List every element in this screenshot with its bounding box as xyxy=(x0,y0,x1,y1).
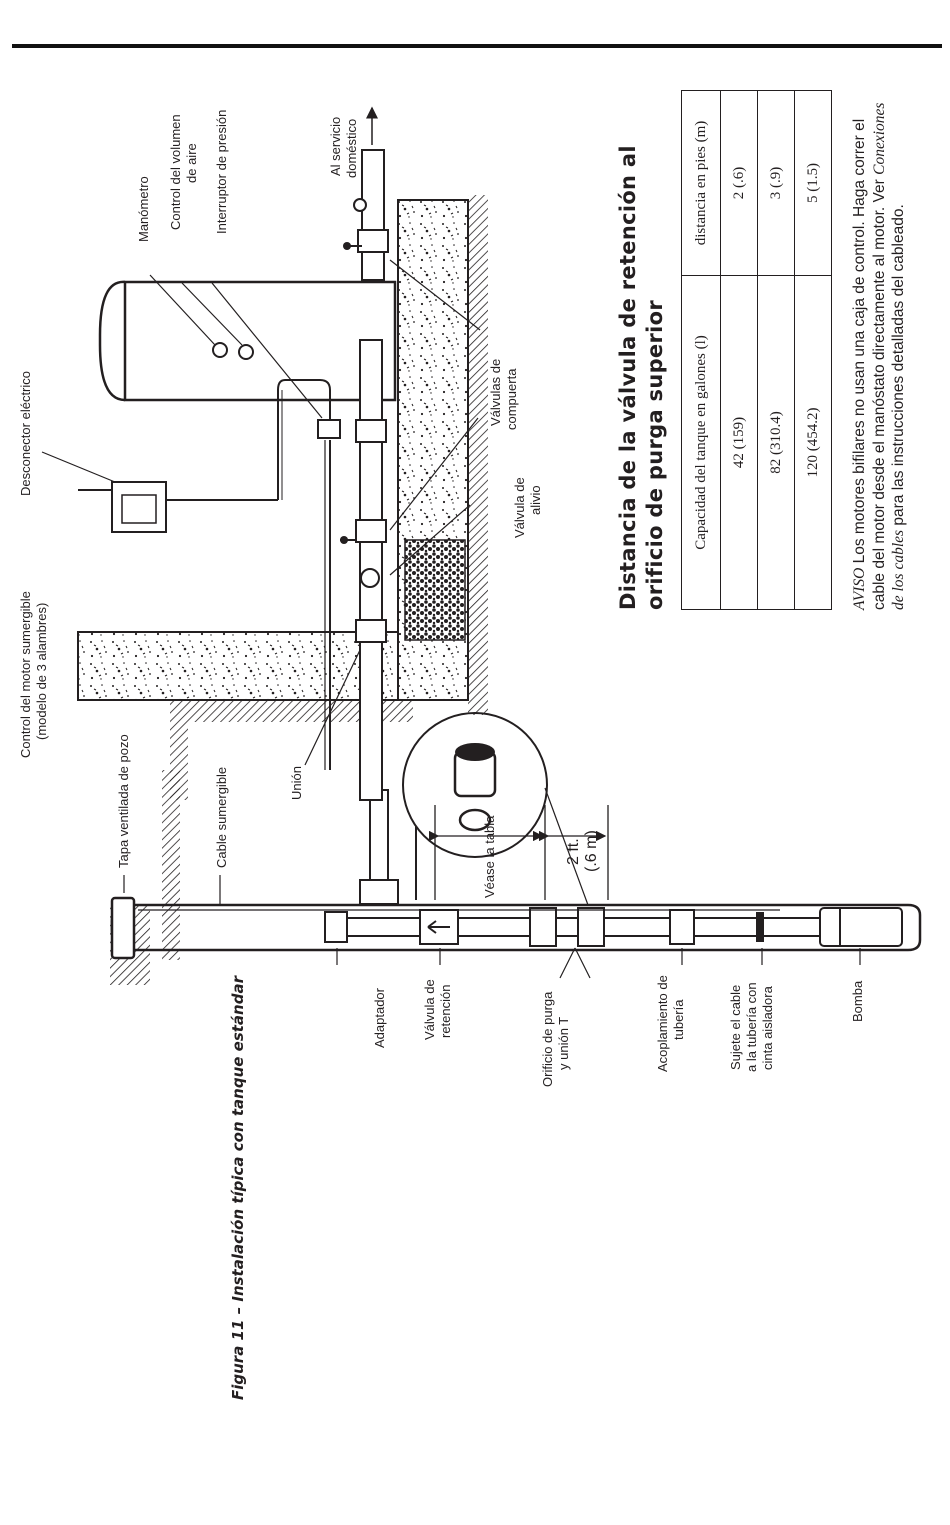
label-service-1: Al servicio xyxy=(328,117,343,176)
label-gate-2: compuerta xyxy=(504,368,519,430)
top-rule xyxy=(12,44,942,48)
table-cell: 120 (454.2) xyxy=(794,275,832,610)
label-pump: Bomba xyxy=(850,980,865,1022)
air-volume-control-icon xyxy=(238,344,254,360)
notice-word: AVISO xyxy=(851,567,868,610)
label-see-table: Véase la tabla xyxy=(482,815,497,898)
label-dist-m: (.6 m) xyxy=(583,830,600,872)
label-union: Unión xyxy=(289,766,304,800)
label-coupling-2: tubería xyxy=(671,999,686,1040)
distance-table: Capacidad del tanque en galones (l) dist… xyxy=(681,90,832,610)
bleeder-tee-icon xyxy=(577,907,605,947)
table-header: Capacidad del tanque en galones (l) xyxy=(681,275,721,610)
relief-valve-icon xyxy=(360,568,380,588)
notice-paragraph: AVISO Los motores bifilares no usan una … xyxy=(850,90,909,610)
diagram-labels: Tapa ventilada de pozo Cable sumergible … xyxy=(18,110,865,1087)
table-cell: 2 (.6) xyxy=(720,90,758,276)
label-disconnect: Desconector eléctrico xyxy=(18,371,33,496)
table-row: 82 (310.4) 3 (.9) xyxy=(757,90,795,610)
label-relief-1: Válvula de xyxy=(512,477,527,538)
table-section: Distancia de la válvula de retención al … xyxy=(615,90,935,610)
pressure-switch-icon xyxy=(317,419,341,439)
table-row: 120 (454.2) 5 (1.5) xyxy=(794,90,832,610)
well-section xyxy=(110,712,922,985)
label-air-volume-2: de aire xyxy=(184,143,199,183)
label-relief-2: alivio xyxy=(528,485,543,515)
label-control-1: Control del motor sumergible xyxy=(18,591,33,758)
label-dist-ft: 2 ft. xyxy=(565,838,582,865)
well-cap-icon xyxy=(110,896,136,960)
table-cell: 82 (310.4) xyxy=(757,275,795,610)
adapter-icon xyxy=(324,911,348,943)
pipe-coupling-icon xyxy=(669,909,695,945)
tape-band-icon xyxy=(756,912,764,942)
label-service-2: doméstico xyxy=(344,119,359,178)
table-header-row: Capacidad del tanque en galones (l) dist… xyxy=(681,90,721,610)
label-well-cap: Tapa ventilada de pozo xyxy=(116,734,131,868)
table-cell: 3 (.9) xyxy=(757,90,795,276)
dimension-arrows xyxy=(428,805,609,900)
label-check-valve-2: retención xyxy=(438,985,453,1038)
bleeder-tee-icon xyxy=(529,907,557,947)
label-bleeder-2: y unión T xyxy=(556,1017,571,1070)
pump-icon xyxy=(819,907,903,947)
table-title: Distancia de la válvula de retención al … xyxy=(616,145,667,610)
notice-text-2: para las instrucciones detalladas del ca… xyxy=(890,204,907,530)
label-coupling-1: Acoplamiento de xyxy=(655,975,670,1072)
notice-text-1: Los motores bifilares no usan una caja d… xyxy=(851,118,888,610)
label-tape-1: Sujete el cable xyxy=(728,985,743,1070)
table-cell: 5 (1.5) xyxy=(794,90,832,276)
label-adapter: Adaptador xyxy=(372,987,387,1048)
table-row: 42 (159) 2 (.6) xyxy=(720,90,758,610)
label-gauge: Manómetro xyxy=(136,176,151,242)
gate-valve-icon xyxy=(340,536,348,544)
label-tape-3: cinta aisladora xyxy=(760,985,775,1070)
gate-valve-icon xyxy=(353,198,367,212)
label-control-2: (modelo de 3 alambres) xyxy=(34,603,49,740)
table-cell: 42 (159) xyxy=(720,275,758,610)
label-pressure-switch: Interruptor de presión xyxy=(214,110,229,234)
leader-lines xyxy=(41,259,861,979)
table-header: distancia en pies (m) xyxy=(681,90,721,276)
ground-hatch-left xyxy=(162,770,180,960)
label-air-volume-1: Control del volumen xyxy=(168,114,183,230)
label-check-valve-1: Válvula de xyxy=(422,979,437,1040)
label-bleeder-1: Orificio de purga xyxy=(540,991,555,1087)
label-tape-2: a la tubería con xyxy=(744,982,759,1072)
label-cable: Cable sumergible xyxy=(214,767,229,868)
figure-caption: Figura 11 – Instalación típica con tanqu… xyxy=(229,974,247,1400)
label-gate-1: Válvulas de xyxy=(488,359,503,426)
gauge-icon xyxy=(212,342,228,358)
